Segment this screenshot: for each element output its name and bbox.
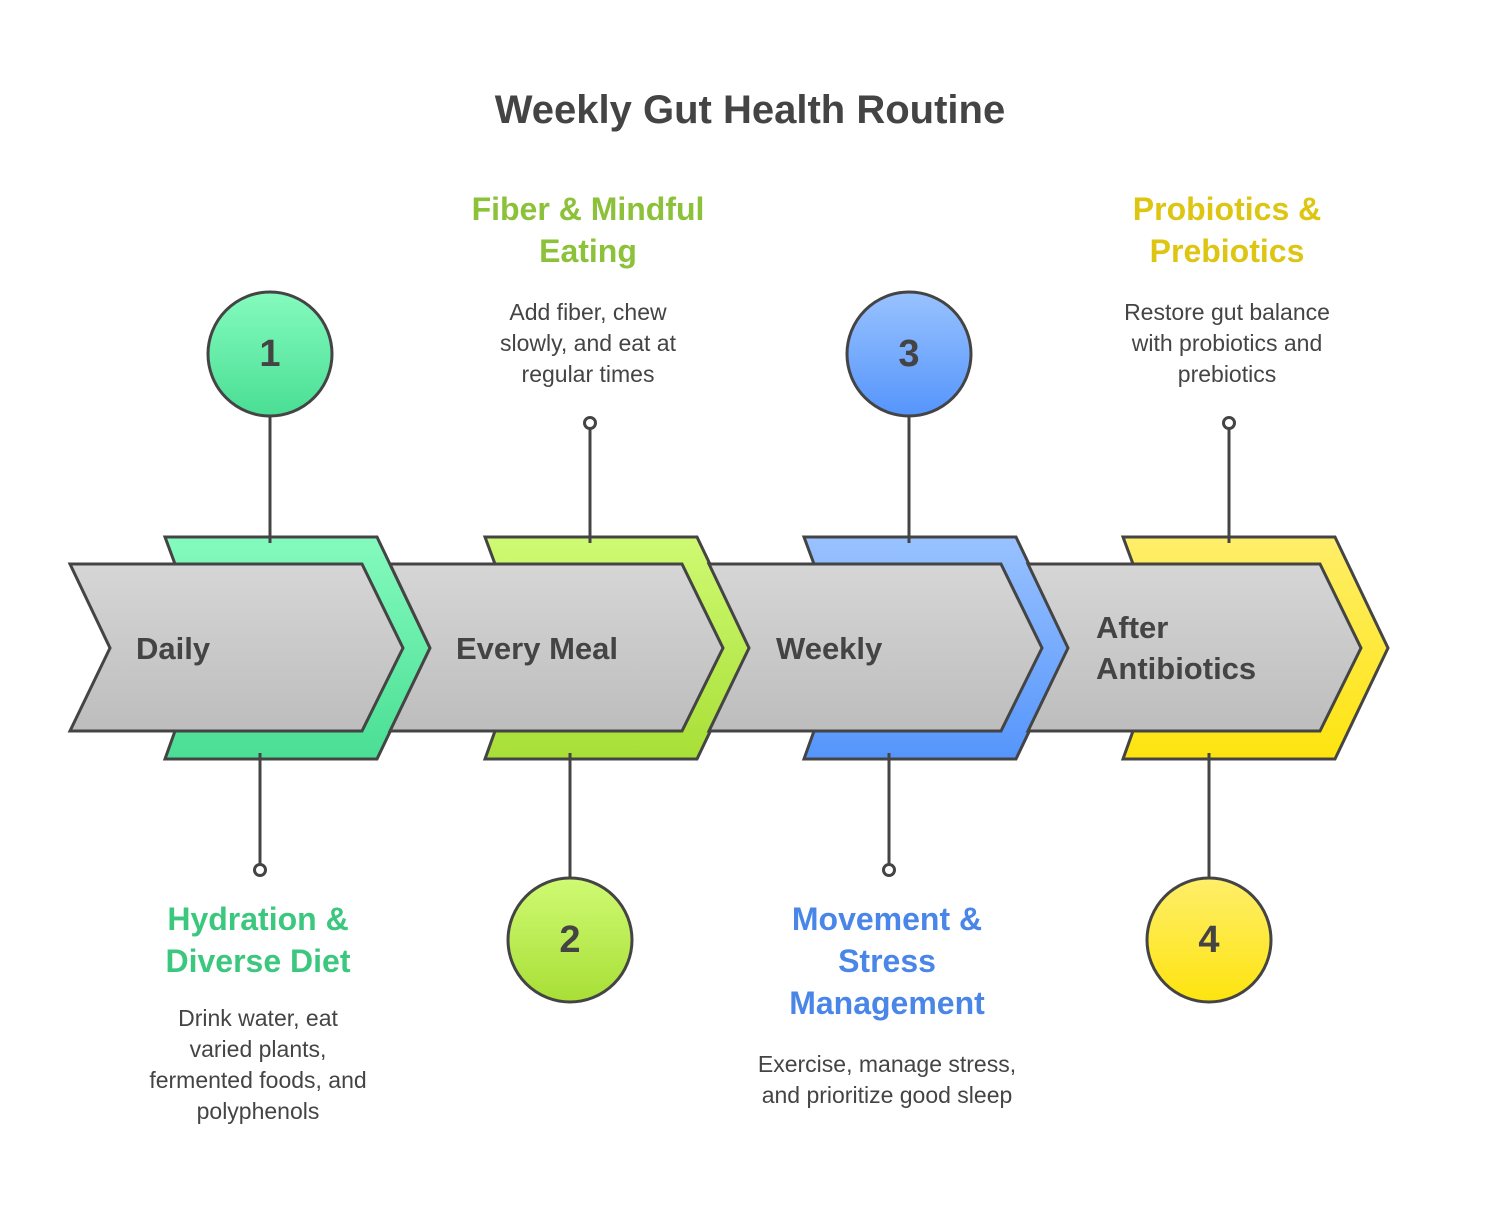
step-description-1: Drink water, eat varied plants, fermente… [149,1005,367,1124]
step-number-badge-1 [206,290,334,418]
stage-label-4: After Antibiotics [1096,607,1256,689]
step-number-badge-4 [1145,876,1273,1004]
connector-pin-4 [1222,416,1236,430]
step-heading-1: Hydration & Diverse Diet [108,898,408,982]
step-heading-1-line-2: Diverse Diet [165,943,351,979]
stage-label-4-line-1: After [1096,610,1169,645]
connector-pin-1 [253,863,267,877]
step-heading-2: Fiber & Mindful Eating [438,188,738,272]
stage-chevron-3 [706,562,1044,733]
stage-chevron-2 [387,562,725,733]
step-number-badge-3 [845,290,973,418]
step-number-badge-2 [506,876,634,1004]
step-number-2: 2 [559,919,581,961]
step-heading-1-line-1: Hydration & [167,901,349,937]
step-number-1: 1 [259,333,281,375]
step-description-3: Exercise, manage stress, and prioritize … [757,1051,1017,1108]
step-heading-2-line-2: Eating [539,233,637,269]
step-heading-4-line-1: Probiotics & [1132,191,1322,227]
step-heading-3-line-3: Management [789,985,985,1021]
connector-pin-3 [882,863,896,877]
stage-chevron-1 [67,562,405,733]
connector-pin-2 [583,416,597,430]
step-number-3: 3 [898,333,920,375]
step-heading-3-line-1: Movement & [791,901,983,937]
stage-label-2: Every Meal [456,631,618,666]
step-heading-4: Probiotics & Prebiotics [1077,188,1377,272]
stage-label-4-line-2: Antibiotics [1096,651,1257,686]
step-description-4: Restore gut balance with probiotics and … [1124,299,1330,387]
step-heading-2-line-1: Fiber & Mindful [471,191,705,227]
stage-label-1: Daily [136,631,211,666]
stage-label-3: Weekly [776,631,883,666]
step-heading-3: Movement & Stress Management [737,898,1037,1024]
step-heading-4-line-2: Prebiotics [1149,233,1305,269]
step-description-2: Add fiber, chew slowly, and eat at regul… [499,299,676,387]
diagram-title: Weekly Gut Health Routine [494,88,1006,132]
step-number-4: 4 [1198,919,1220,961]
stage-chevron-4 [1025,562,1363,733]
step-heading-3-line-2: Stress [838,943,936,979]
